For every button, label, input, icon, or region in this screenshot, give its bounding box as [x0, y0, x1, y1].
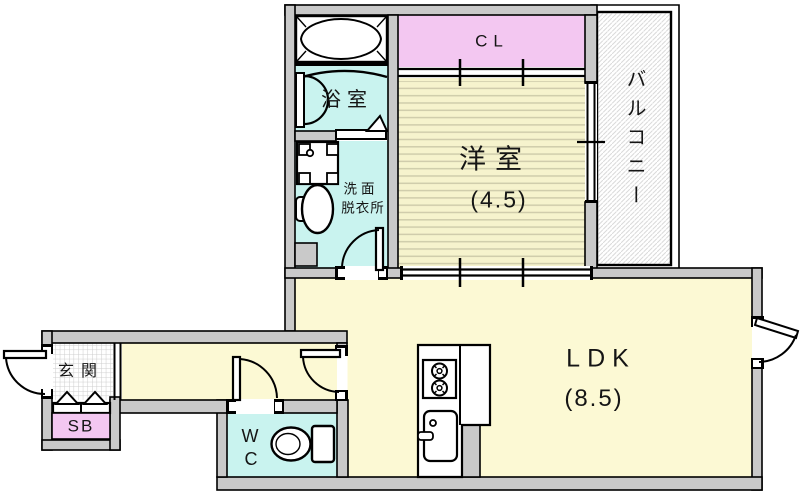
wash-basin-icon [295, 183, 335, 235]
balcony-label: バルコニー [623, 68, 645, 214]
entrance-tile-grid [52, 343, 113, 400]
ldk-door-leaf [753, 316, 800, 340]
wc-door-leaf [231, 355, 242, 402]
toilet-icon [270, 424, 336, 464]
bath-folding-door-icon [295, 72, 389, 140]
wc-door [226, 355, 284, 414]
entrance-label: 玄関 [57, 363, 105, 380]
tatami-stripes [398, 81, 585, 270]
western-room-label: 洋室 [459, 144, 531, 175]
front-door-leaf [2, 349, 48, 360]
ldk-door [751, 316, 800, 369]
wc-door-opening [232, 399, 278, 414]
wall-segment [584, 201, 598, 271]
wall-segment [284, 267, 341, 279]
wall-segment [41, 439, 121, 451]
front-door [2, 344, 53, 399]
wall-segment [284, 4, 598, 16]
laundry-label-line1: 洗面 [343, 181, 379, 197]
room-closet [398, 15, 585, 67]
wall-segment [277, 399, 338, 414]
window-end-cap [585, 81, 597, 84]
wc-door-arc [239, 358, 278, 399]
laundry-door-leaf [374, 226, 385, 272]
kitchen-counter [416, 343, 492, 479]
wall-segment [109, 396, 121, 451]
hall-door [299, 345, 348, 401]
front-door-opening [41, 353, 53, 390]
wall-segment [109, 399, 233, 414]
ldk-door-arc [758, 334, 797, 363]
hall-door-arc [302, 356, 340, 393]
slider-end-cap [590, 266, 593, 280]
wall-segment-kitchen-stub [461, 424, 481, 478]
shoe-box-label: SB [67, 416, 95, 436]
entrance-details [51, 343, 122, 440]
wall-segment [216, 476, 763, 491]
front-door-arc [5, 357, 46, 396]
laundry-door-opening [340, 266, 382, 280]
sliding-door-opening [402, 266, 592, 280]
hall-door-leaf [299, 348, 342, 359]
ldk-door-opening [752, 326, 762, 359]
room-ldk [295, 278, 752, 477]
laundry-door [335, 226, 388, 280]
wc-label-line2: C [244, 449, 258, 469]
slider-end-cap [400, 266, 403, 280]
gas-stove-icon [421, 358, 458, 400]
wc-label-line1: W [241, 426, 259, 446]
laundry-label-line2: 脱衣所 [341, 200, 385, 216]
washing-machine-pan-icon [295, 140, 340, 186]
fixtures [270, 14, 492, 479]
wall-segment [41, 330, 348, 344]
bathroom-label: 浴室 [321, 89, 373, 111]
shoe-box [51, 412, 111, 440]
wall-segment [284, 4, 296, 332]
ldk-label: LDK [566, 344, 636, 373]
window-symbols [398, 59, 605, 287]
western-room-size: (4.5) [470, 186, 528, 213]
closet-label: CL [475, 31, 509, 51]
laundry-door-arc [341, 229, 380, 268]
walls [41, 4, 763, 491]
wall-segment [584, 14, 598, 84]
wall-segment [294, 130, 337, 142]
kitchen-sink-icon [417, 409, 459, 463]
wall-segment [591, 267, 763, 279]
wall-segment [751, 358, 763, 491]
bathtub-icon [294, 14, 389, 66]
balcony [590, 4, 680, 270]
hall-door-opening [337, 354, 347, 392]
balcony-deck [595, 10, 673, 267]
wall-segment-pipe-space [294, 242, 318, 267]
doors [2, 226, 800, 414]
window-end-cap [585, 200, 597, 203]
wall-segment [336, 399, 349, 478]
ldk-size: (8.5) [564, 385, 624, 412]
wall-segment [387, 14, 399, 271]
